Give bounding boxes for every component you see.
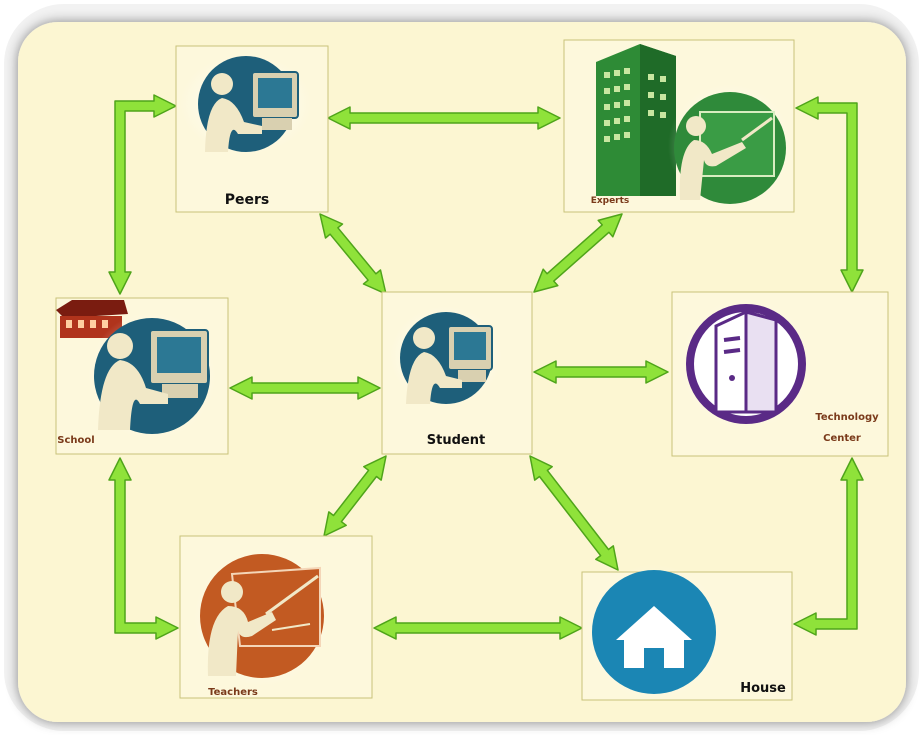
arrow-student-teachers [323, 455, 387, 537]
arrow-experts-technology-center [795, 96, 864, 293]
node-technology-center: Technology Center [671, 291, 889, 457]
node-school: School [55, 297, 229, 455]
node-house: House [581, 564, 793, 701]
arrow-peers-school [108, 94, 177, 295]
house-label: House [740, 681, 786, 696]
arrow-school-teachers [108, 457, 179, 640]
arrow-school-student [229, 376, 381, 400]
computer-tower-icon [680, 298, 812, 430]
school-label: School [57, 435, 94, 446]
presenter-icon [194, 550, 330, 686]
student-label: Student [427, 433, 485, 448]
technology-center-label-line1: Technology [815, 412, 879, 423]
arrow-experts-student [533, 213, 623, 293]
person-at-computer-icon [390, 306, 502, 406]
experts-label: Experts [591, 196, 630, 206]
node-teachers: Teachers [179, 535, 373, 699]
node-peers: Peers [175, 45, 329, 213]
node-experts: Experts [563, 39, 795, 213]
arrow-teachers-house [373, 616, 583, 640]
school-building-and-person-icon [56, 300, 216, 440]
building-and-presenter-icon [596, 44, 792, 208]
teachers-label: Teachers [208, 687, 258, 698]
arrow-student-technology-center [533, 360, 669, 384]
house-icon [586, 564, 722, 700]
person-at-computer-icon [180, 54, 312, 154]
arrows-layer [108, 94, 864, 640]
peers-label: Peers [225, 192, 270, 208]
technology-center-label-line2: Center [823, 433, 861, 444]
arrow-student-house [529, 455, 619, 571]
node-student: Student [381, 291, 533, 455]
arrow-peers-experts [327, 106, 561, 130]
arrow-peers-student [319, 213, 387, 295]
arrow-technology-center-house [793, 457, 864, 636]
